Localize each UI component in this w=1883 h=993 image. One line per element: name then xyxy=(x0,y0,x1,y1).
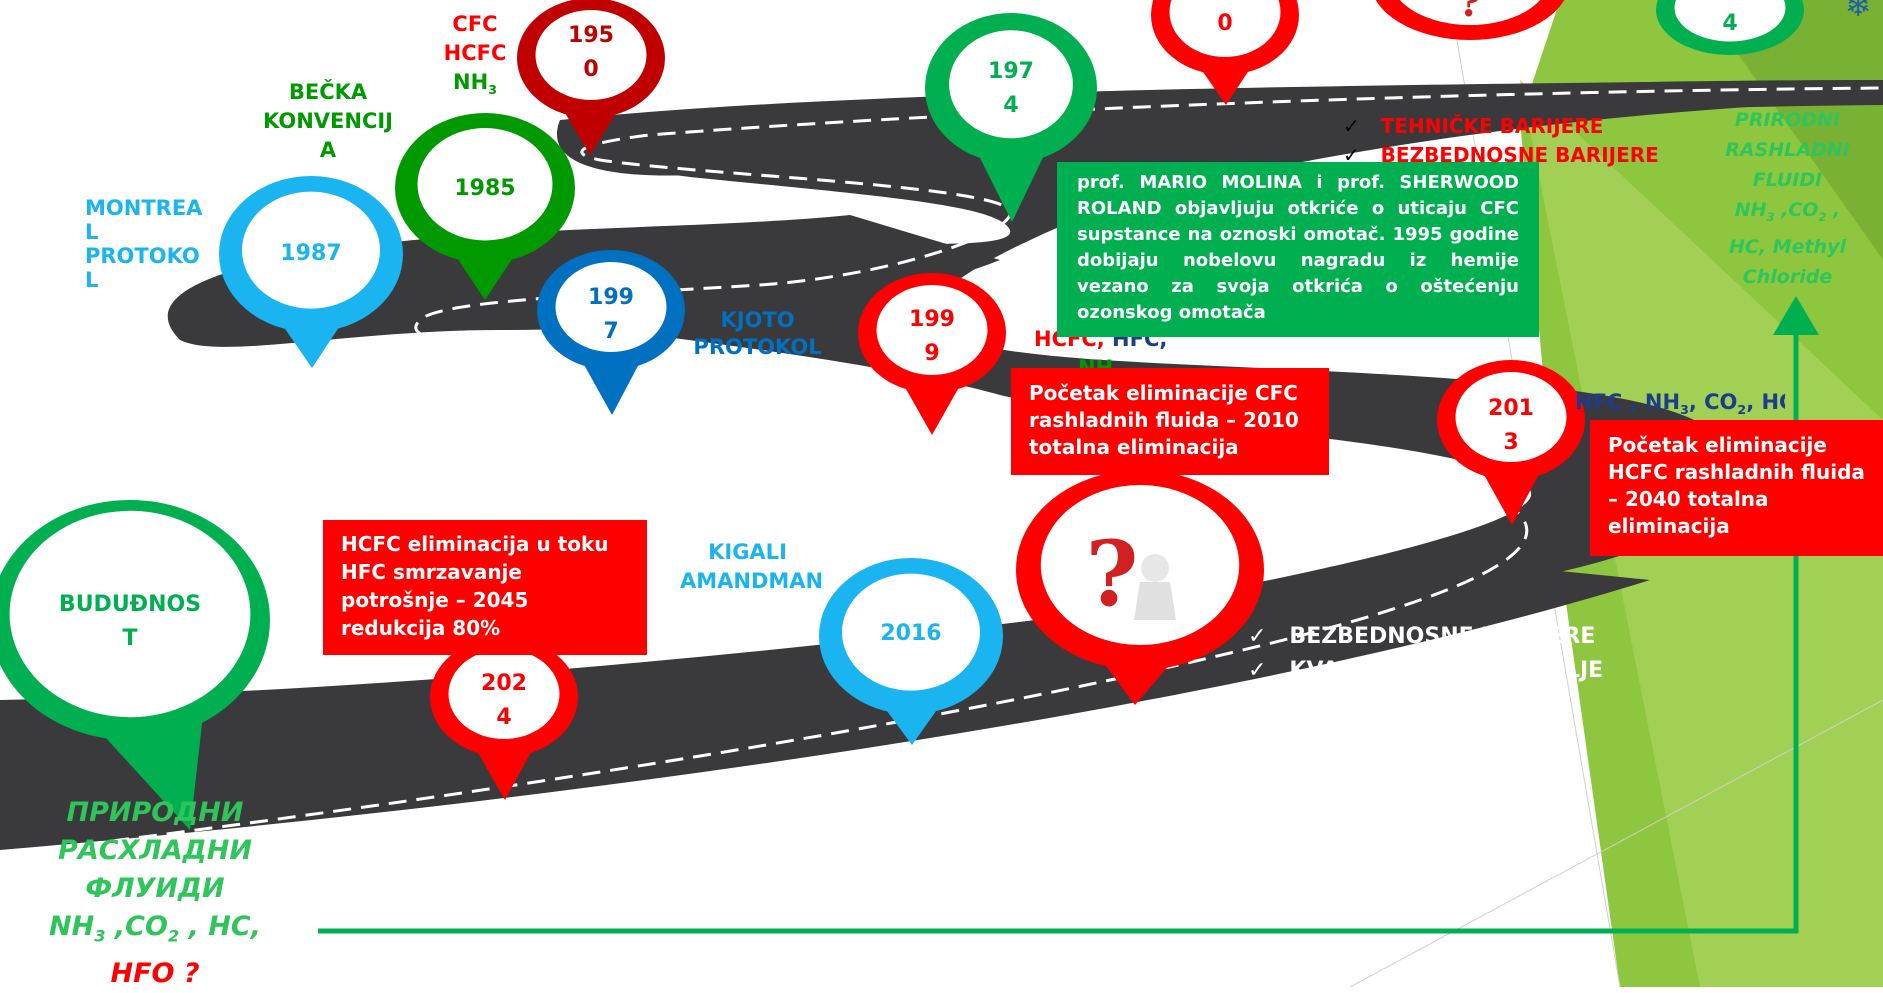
map-pin-p1974 xyxy=(925,13,1097,222)
montreal-line-4: L xyxy=(85,268,99,292)
checklist-top: ✓ TEHNIČKE BARIJERE ✓ BEZBEDNOSNE BARIJE… xyxy=(1343,112,1659,170)
checklist-bottom-item: ✓ BEZBEDNOSNE BARIJERE xyxy=(1248,620,1603,654)
map-pin-p1997 xyxy=(537,250,685,415)
becka-line-2: KONVENCIJ xyxy=(263,109,393,133)
map-pin-future xyxy=(0,500,270,830)
nh3-text: NH xyxy=(453,70,489,94)
kjoto-line-1: KJOTO xyxy=(720,308,795,332)
hcfc-toku-box: HCFC eliminacija u toku HFC smrzavanje p… xyxy=(323,520,647,655)
road-lower xyxy=(0,560,1650,850)
nf-right-nh: NH xyxy=(1734,199,1767,221)
nf-left-nh: NH xyxy=(49,911,95,942)
hc-text: , HC xyxy=(1746,390,1785,414)
checklist-top-text-1: TEHNIČKE BARIJERE xyxy=(1380,114,1604,138)
checklist-top-item: ✓ BEZBEDNOSNE BARIJERE xyxy=(1343,141,1659,170)
pin-1987-label: 1987 xyxy=(280,241,342,266)
nf-right-1: PRIRODNI xyxy=(1734,109,1841,131)
road-centerline xyxy=(0,438,1529,857)
montreal-line-2: L xyxy=(85,220,99,244)
cfc-line-2: HCFC xyxy=(443,41,507,65)
nf-left-3: ФЛУИДИ xyxy=(85,873,225,904)
checklist-bottom: ✓ BEZBEDNOSNE BARIJERE ✓ KVALIFIKOVANO O… xyxy=(1248,620,1603,688)
kjoto-label: KJOTO PROTOKOL xyxy=(690,307,825,361)
pin-2024-label: 202 4 xyxy=(481,671,527,730)
kigali-label: KIGALI AMANDMAN xyxy=(680,538,824,596)
co2-text: , CO xyxy=(1688,390,1738,414)
kjoto-line-2: PROTOKOL xyxy=(693,335,822,359)
check-icon: ✓ xyxy=(1248,658,1267,683)
checklist-top-text-2: BEZBEDNOSNE BARIJERE xyxy=(1380,143,1659,167)
pin-1999-label: 199 9 xyxy=(909,307,955,366)
question-mark-icon: ? xyxy=(1086,521,1176,627)
natural-fluids-right: PRIRODNI RASHLADNI FLUIDI NH3 ,CO2 , HC,… xyxy=(1700,105,1875,292)
check-icon: ✓ xyxy=(1343,143,1360,167)
nf-left-hfo: HFO ? xyxy=(110,958,200,990)
pin-1997-label: 199 7 xyxy=(588,285,634,344)
pin-2054-label: 4 xyxy=(1722,11,1738,36)
checklist-top-item: ✓ TEHNIČKE BARIJERE xyxy=(1343,112,1659,141)
hcfc-elimination-box: Početak eliminacije HCFC rashladnih flui… xyxy=(1590,420,1883,556)
map-pin-qtop xyxy=(1375,0,1565,40)
montreal-label: MONTREA L PROTOKO L xyxy=(85,196,205,292)
map-pin-p2016 xyxy=(819,558,1003,745)
nf-left-hc: , HC, xyxy=(188,911,261,942)
future-pin-label: BUDUĐNOS T xyxy=(58,592,202,651)
svg-text:?: ? xyxy=(1086,521,1139,627)
cfc-line-1: CFC xyxy=(452,12,498,36)
hfc-right-label: HFC , NH3, CO2, HC xyxy=(1575,388,1785,424)
molina-box: prof. MARIO MOLINA i prof. SHERWOOD ROLA… xyxy=(1057,162,1539,337)
snowflake-icon: ❄ xyxy=(1845,0,1872,24)
question-mark-icon-top: ? xyxy=(1458,0,1481,26)
map-pin-p1950 xyxy=(517,0,665,155)
becka-line-3: A xyxy=(319,138,337,162)
check-icon: ✓ xyxy=(1248,624,1267,649)
map-pin-p2024 xyxy=(430,637,578,800)
nf-left-2: РАСХЛАДНИ xyxy=(58,835,252,866)
pin-1985-label: 1985 xyxy=(454,176,516,201)
becka-line-1: BEČKA xyxy=(288,80,368,104)
cfc-label: CFC HCFC NH3 xyxy=(440,10,510,104)
map-pin-p2054 xyxy=(1656,0,1804,55)
nf-right-comma: , xyxy=(1833,199,1841,221)
nf-left-1: ПРИРОДНИ xyxy=(66,797,244,828)
green-arrowhead xyxy=(1773,296,1819,335)
nf-right-co: ,CO xyxy=(1781,199,1819,221)
pin-1950-label: 195 0 xyxy=(568,23,614,82)
cfc-line-3: NH3 xyxy=(453,70,497,98)
nf-right-6: Chloride xyxy=(1742,265,1833,288)
pin-1974-label: 197 4 xyxy=(988,59,1034,118)
checklist-bottom-item: ✓ KVALIFIKOVANO OSOBLJE xyxy=(1248,654,1603,688)
nf-right-2: RASHLADNI xyxy=(1725,139,1850,161)
hfc-right-text: HFC , NH xyxy=(1575,390,1681,414)
becka-label: BEČKA KONVENCIJ A xyxy=(258,78,398,165)
pin-2016-label: 2016 xyxy=(880,621,942,646)
nf-right-3: FLUIDI xyxy=(1752,169,1823,191)
map-pin-p1999 xyxy=(858,273,1006,435)
map-pin-p2013 xyxy=(1437,360,1585,525)
map-pin-p2030 xyxy=(1151,0,1299,105)
checklist-bottom-text-1: BEZBEDNOSNE BARIJERE xyxy=(1289,624,1596,649)
road-upper xyxy=(556,80,1883,176)
nf-left-co: ,CO xyxy=(114,911,168,942)
map-pin-qmark xyxy=(1016,470,1264,705)
pin-2030-label: 0 xyxy=(1217,11,1233,36)
montreal-line-3: PROTOKO xyxy=(85,244,200,268)
montreal-line-1: MONTREA xyxy=(85,196,203,220)
nf-right-5: HC, Methyl xyxy=(1729,235,1846,258)
road-centerline-2 xyxy=(414,86,1883,457)
cfc-elimination-box: Početak eliminacije CFC rashladnih fluid… xyxy=(1011,368,1329,475)
kigali-line-2: AMANDMAN xyxy=(680,569,824,593)
pin-2013-label: 201 3 xyxy=(1488,396,1534,455)
natural-fluids-left: ПРИРОДНИ РАСХЛАДНИ ФЛУИДИ NH3 ,CO2 , HC,… xyxy=(40,794,270,993)
map-pin-p1987 xyxy=(219,176,403,368)
map-pin-p1985 xyxy=(395,113,575,300)
check-icon: ✓ xyxy=(1343,114,1360,138)
kigali-line-1: KIGALI xyxy=(708,540,787,564)
svg-text:?: ? xyxy=(1458,0,1481,26)
checklist-bottom-text-2: KVALIFIKOVANO OSOBLJE xyxy=(1289,658,1604,683)
green-decoration-dark xyxy=(1700,0,1883,260)
